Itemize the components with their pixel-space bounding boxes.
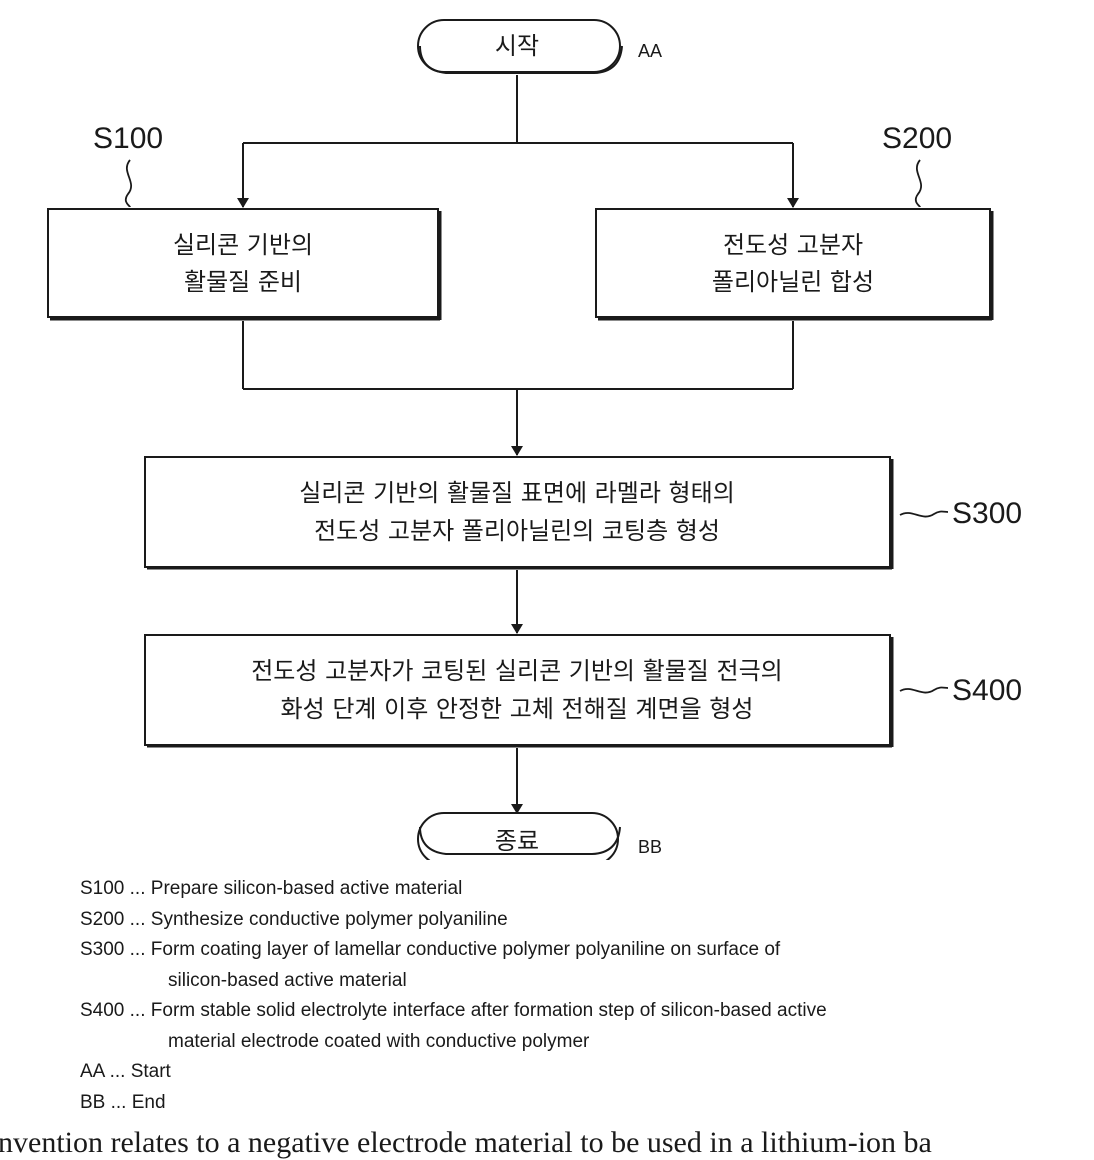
- step-text-line: 전도성 고분자가 코팅된 실리콘 기반의 활물질 전극의: [251, 657, 783, 685]
- step-text-line: 전도성 고분자 폴리아닐린의 코팅층 형성: [314, 517, 720, 545]
- step-text-line: 활물질 준비: [184, 268, 302, 296]
- legend-item-continuation: material electrode coated with conductiv…: [80, 1027, 1080, 1058]
- end-terminal: 종료: [418, 813, 620, 860]
- legend-item: S100 ... Prepare silicon-based active ma…: [80, 874, 1080, 905]
- step-box-s400: 전도성 고분자가 코팅된 실리콘 기반의 활물질 전극의 화성 단계 이후 안정…: [145, 635, 892, 747]
- s400-ref: S400: [952, 674, 1022, 707]
- cutoff-body-text: nvention relates to a negative electrode…: [0, 1126, 1094, 1160]
- legend-item: AA ... Start: [80, 1057, 1080, 1088]
- start-label: 시작: [495, 32, 539, 60]
- legend-item: S400 ... Form stable solid electrolyte i…: [80, 996, 1080, 1027]
- step-text-line: 전도성 고분자: [723, 231, 863, 259]
- start-terminal: 시작: [418, 20, 622, 73]
- s100-ref: S100: [93, 122, 163, 155]
- legend-item: S200 ... Synthesize conductive polymer p…: [80, 905, 1080, 936]
- start-ref: AA: [638, 41, 662, 61]
- legend-item: BB ... End: [80, 1088, 1080, 1119]
- step-text-line: 실리콘 기반의: [173, 231, 313, 259]
- end-ref: BB: [638, 837, 662, 857]
- step-text-line: 폴리아닐린 합성: [712, 268, 874, 296]
- leader-line: [900, 688, 948, 693]
- step-text-line: 화성 단계 이후 안정한 고체 전해질 계면을 형성: [281, 695, 754, 723]
- s200-ref: S200: [882, 122, 952, 155]
- legend-item: S300 ... Form coating layer of lamellar …: [80, 935, 1080, 966]
- step-box-s200: 전도성 고분자 폴리아닐린 합성: [596, 209, 992, 320]
- legend-item-continuation: silicon-based active material: [80, 966, 1080, 997]
- leader-line: [126, 160, 131, 207]
- legend: S100 ... Prepare silicon-based active ma…: [80, 874, 1080, 1118]
- step-box-s100: 실리콘 기반의 활물질 준비: [48, 209, 440, 320]
- flowchart: 시작 AA S100 실리콘 기반의 활물질 준비 S200 전도성 고분자 폴…: [0, 0, 1094, 860]
- leader-line: [916, 160, 921, 207]
- step-text-line: 실리콘 기반의 활물질 표면에 라멜라 형태의: [299, 479, 735, 507]
- end-label: 종료: [495, 827, 539, 855]
- s300-ref: S300: [952, 497, 1022, 530]
- step-box-s300: 실리콘 기반의 활물질 표면에 라멜라 형태의 전도성 고분자 폴리아닐린의 코…: [145, 457, 892, 569]
- leader-line: [900, 512, 948, 517]
